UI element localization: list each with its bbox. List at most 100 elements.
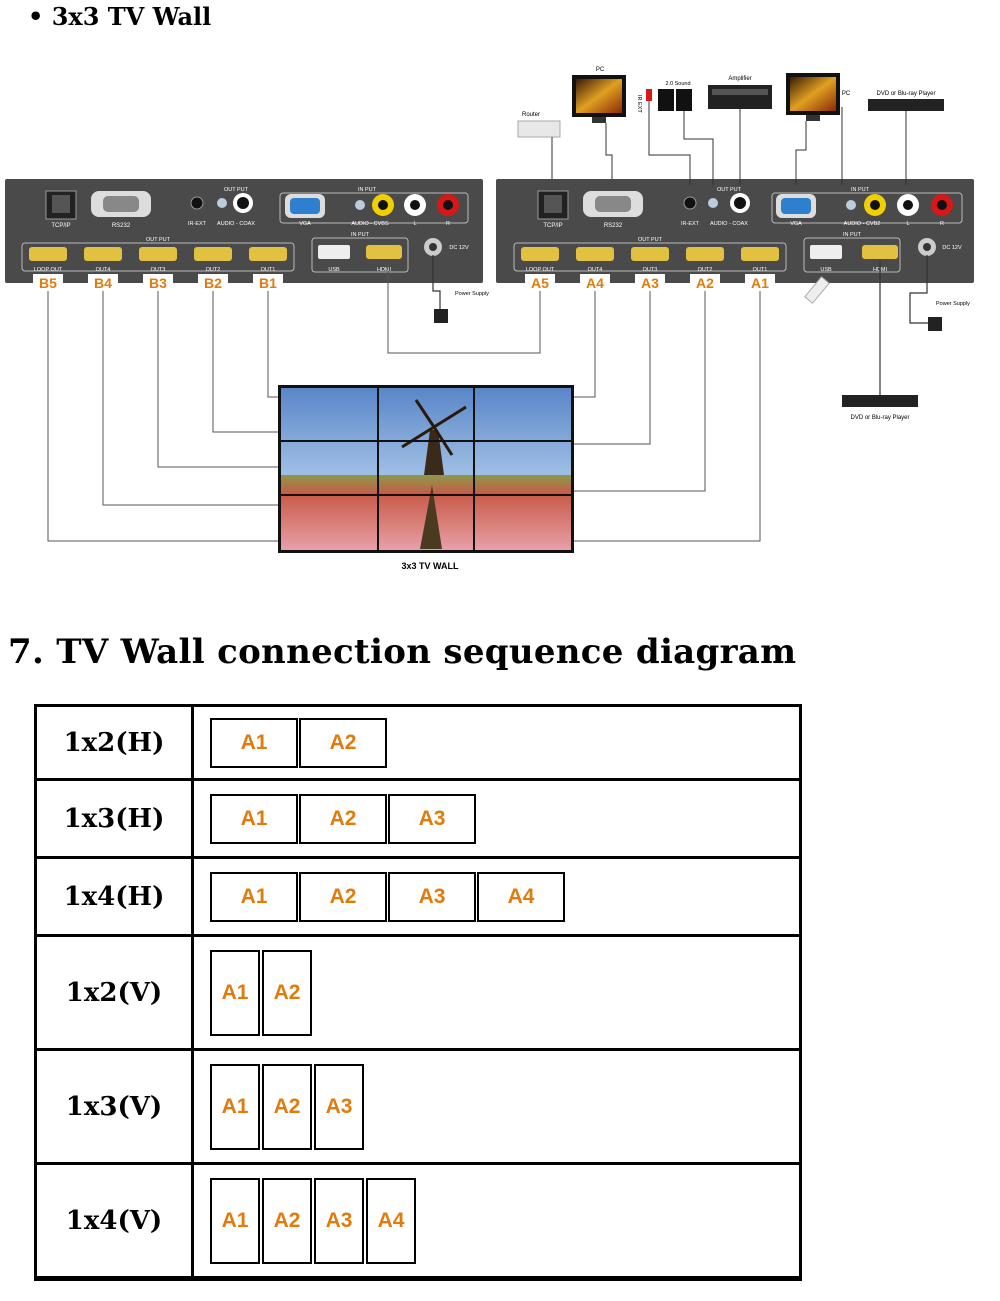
device-b-usb-port bbox=[318, 245, 350, 259]
cable-b1 bbox=[267, 291, 280, 398]
power2-adapter-icon bbox=[928, 317, 942, 331]
port-tag-a2 bbox=[690, 274, 720, 291]
device-b-usb-label: USB bbox=[328, 267, 340, 273]
port-tag-b5 bbox=[33, 274, 63, 291]
device-a-audio-cvbs-label: AUDIO - CVB2 bbox=[844, 221, 881, 227]
device-b-out-label: OUT4 bbox=[96, 267, 111, 273]
tv-wall-wiring-diagram: TCP/IP RS232 IR-EXT OUT PUT AUDIO - COAX… bbox=[5, 67, 974, 571]
device-b-r-label: R bbox=[446, 221, 450, 227]
pc2-stand bbox=[806, 115, 820, 121]
device-b-input-label: IN PUT bbox=[358, 187, 377, 193]
port-label-a4: A4 bbox=[586, 275, 604, 291]
device-b-vga-label: VGA bbox=[299, 221, 311, 227]
device-a-cvbs-audio-jack bbox=[846, 200, 856, 210]
device-a-out-label: LOOP OUT bbox=[526, 267, 555, 273]
layout-label: 1x2(H) bbox=[34, 704, 194, 781]
screen-cell: A3 bbox=[314, 1063, 364, 1150]
screen-cell: A2 bbox=[299, 871, 387, 922]
device-a-audio-jack bbox=[708, 198, 718, 208]
device-b-audio-output-label: OUT PUT bbox=[224, 187, 249, 193]
port-label-a1: A1 bbox=[751, 275, 769, 291]
device-b-out-label: OUT3 bbox=[151, 267, 166, 273]
screen-cell: A3 bbox=[388, 793, 476, 844]
port-label-b1: B1 bbox=[259, 275, 277, 291]
power1-cable bbox=[432, 255, 441, 313]
port-tag-b4 bbox=[88, 274, 118, 291]
port-label-b5: B5 bbox=[39, 275, 57, 291]
ir-receiver-icon bbox=[646, 89, 652, 101]
device-a-out-label: OUT4 bbox=[588, 267, 603, 273]
device-a-usb-label: USB bbox=[820, 267, 832, 273]
tv-wall-bezels bbox=[281, 388, 571, 550]
device-a-cvbs-video-socket bbox=[870, 200, 880, 210]
device-a-vga-label: VGA bbox=[790, 221, 802, 227]
device-b-ir-ext-label: IR-EXT bbox=[188, 221, 207, 227]
pc2-label: PC bbox=[842, 91, 851, 97]
device-b: TCP/IP RS232 IR-EXT OUT PUT AUDIO - COAX… bbox=[5, 179, 483, 291]
layout-label: 1x3(H) bbox=[34, 778, 194, 859]
device-a-audio-output-label: OUT PUT bbox=[717, 187, 742, 193]
router-label: Router bbox=[522, 112, 540, 118]
device-a: TCP/IP RS232 IR-EXT OUT PUT AUDIO - COAX… bbox=[496, 179, 974, 291]
screen-cell: A1 bbox=[210, 717, 298, 768]
layout-label: 1x4(V) bbox=[34, 1162, 194, 1279]
screen-cell: A1 bbox=[210, 949, 260, 1036]
dvd-bottom-icon bbox=[842, 395, 918, 407]
screen-cell: A2 bbox=[299, 793, 387, 844]
device-b-output-bracket bbox=[21, 242, 295, 272]
table-bottom-rule bbox=[34, 1278, 802, 1281]
device-b-audio-coax-label: AUDIO - COAX bbox=[217, 221, 255, 227]
device-a-rs232-socket bbox=[595, 196, 631, 212]
device-a-coax-socket bbox=[734, 197, 746, 209]
cable-a1 bbox=[572, 291, 761, 542]
port-label-a3: A3 bbox=[641, 275, 659, 291]
cable-a2 bbox=[572, 291, 706, 492]
screen-cell: A2 bbox=[262, 1177, 312, 1264]
cable-a4 bbox=[572, 291, 596, 398]
tv-wall-label: 3x3 TV WALL bbox=[401, 561, 459, 571]
amplifier-icon bbox=[708, 85, 772, 109]
device-b-ethernet-socket bbox=[52, 195, 70, 213]
amplifier-panel bbox=[712, 89, 768, 95]
device-b-dc-label: DC 12V bbox=[449, 245, 469, 251]
device-b-hdmi-loop-out bbox=[29, 247, 67, 261]
section-heading: 7. TV Wall connection sequence diagram bbox=[8, 632, 797, 672]
amplifier-label: Amplifier bbox=[728, 76, 751, 82]
port-label-a2: A2 bbox=[696, 275, 714, 291]
pc1-screen bbox=[576, 79, 622, 113]
device-b-cvbs-video-socket bbox=[378, 200, 388, 210]
screen-cell: A1 bbox=[210, 871, 298, 922]
device-b-out-label: OUT2 bbox=[206, 267, 221, 273]
device-b-audio-l-socket bbox=[410, 200, 420, 210]
device-b-hdmi-input-label: IN PUT bbox=[351, 232, 370, 238]
pc2-cable bbox=[795, 121, 807, 185]
ir-ext-label: IR EXT bbox=[636, 95, 642, 113]
device-b-hdmi-out4 bbox=[84, 247, 122, 261]
device-a-ir-ext-jack bbox=[683, 196, 697, 210]
screen-cell: A4 bbox=[477, 871, 565, 922]
pc2-screen bbox=[790, 77, 836, 111]
screen-cell: A3 bbox=[388, 871, 476, 922]
device-a-usb-port bbox=[810, 245, 842, 259]
screen-cell: A1 bbox=[210, 793, 298, 844]
device-b-hdmi-out1 bbox=[249, 247, 287, 261]
device-b-hdmi-out3 bbox=[139, 247, 177, 261]
device-b-dc-jack-pin bbox=[429, 243, 437, 251]
device-b-tcpip-label: TCP/IP bbox=[51, 223, 70, 229]
device-a-hdmi-outputs: LOOP OUT OUT4 OUT3 OUT2 OUT1 bbox=[521, 247, 779, 273]
dvd-bottom-label: DVD or Blu-ray Player bbox=[850, 415, 909, 421]
device-a-input-bracket bbox=[771, 192, 963, 224]
device-a-hdmi-output-label: OUT PUT bbox=[638, 237, 663, 243]
power1-adapter-icon bbox=[434, 309, 448, 323]
device-a-dc-jack-pin bbox=[923, 243, 931, 251]
cable-a5-loop bbox=[387, 265, 541, 354]
device-b-cvbs-audio-jack bbox=[355, 200, 365, 210]
device-b-audio-cvbs-label: AUDIO - CVBS bbox=[351, 221, 389, 227]
port-tag-b1 bbox=[253, 274, 283, 291]
screen-cell: A2 bbox=[299, 717, 387, 768]
